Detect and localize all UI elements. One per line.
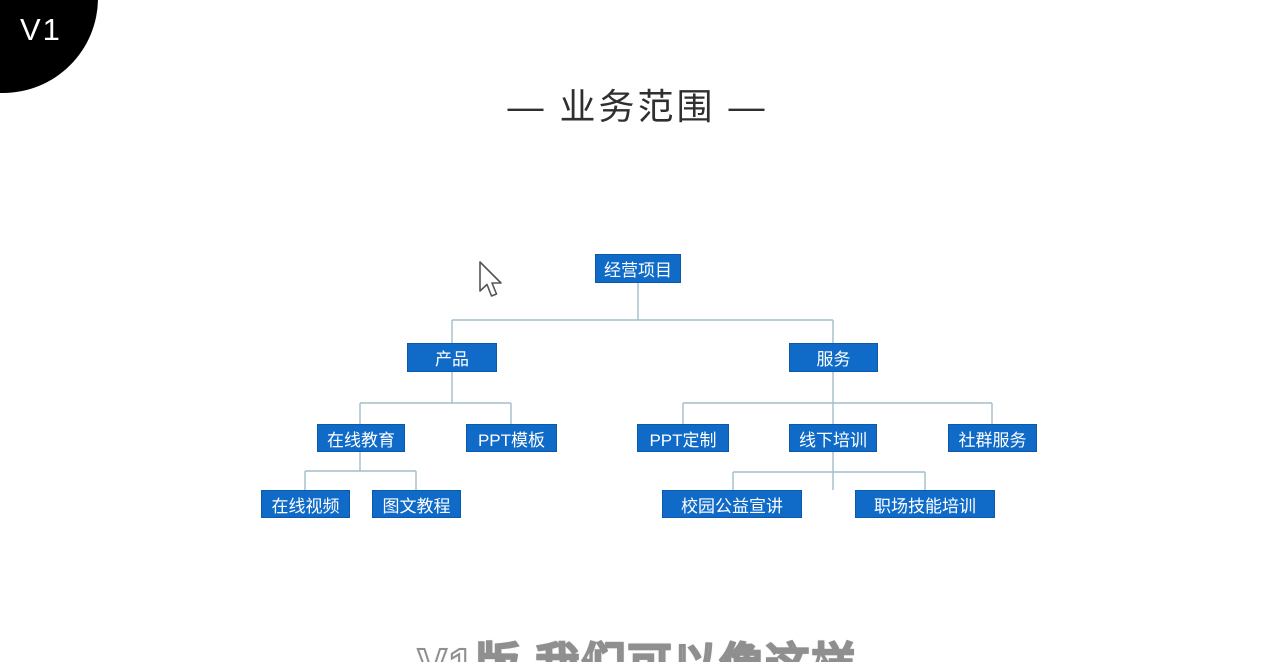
tree-node-online-videos: 在线视频: [261, 490, 350, 518]
subtitle-caption: V1版 我们可以像这样: [0, 628, 1275, 662]
tree-node-business-projects: 经营项目: [595, 254, 681, 283]
page-title: — 业务范围 —: [507, 86, 768, 127]
tree-node-offline-training: 线下培训: [789, 424, 877, 452]
tree-node-illustrated-tutorials: 图文教程: [372, 490, 461, 518]
tree-node-campus-charity-lectures: 校园公益宣讲: [662, 490, 802, 518]
version-badge-label: V1: [20, 12, 62, 47]
tree-node-workplace-skills-training: 职场技能培训: [855, 490, 995, 518]
tree-node-online-education: 在线教育: [317, 424, 405, 452]
mouse-cursor-icon: [479, 261, 502, 297]
tree-node-services: 服务: [789, 343, 878, 372]
tree-node-ppt-templates: PPT模板: [466, 424, 557, 452]
tree-node-ppt-customization: PPT定制: [637, 424, 729, 452]
tree-node-products: 产品: [407, 343, 497, 372]
tree-node-community-services: 社群服务: [948, 424, 1037, 452]
